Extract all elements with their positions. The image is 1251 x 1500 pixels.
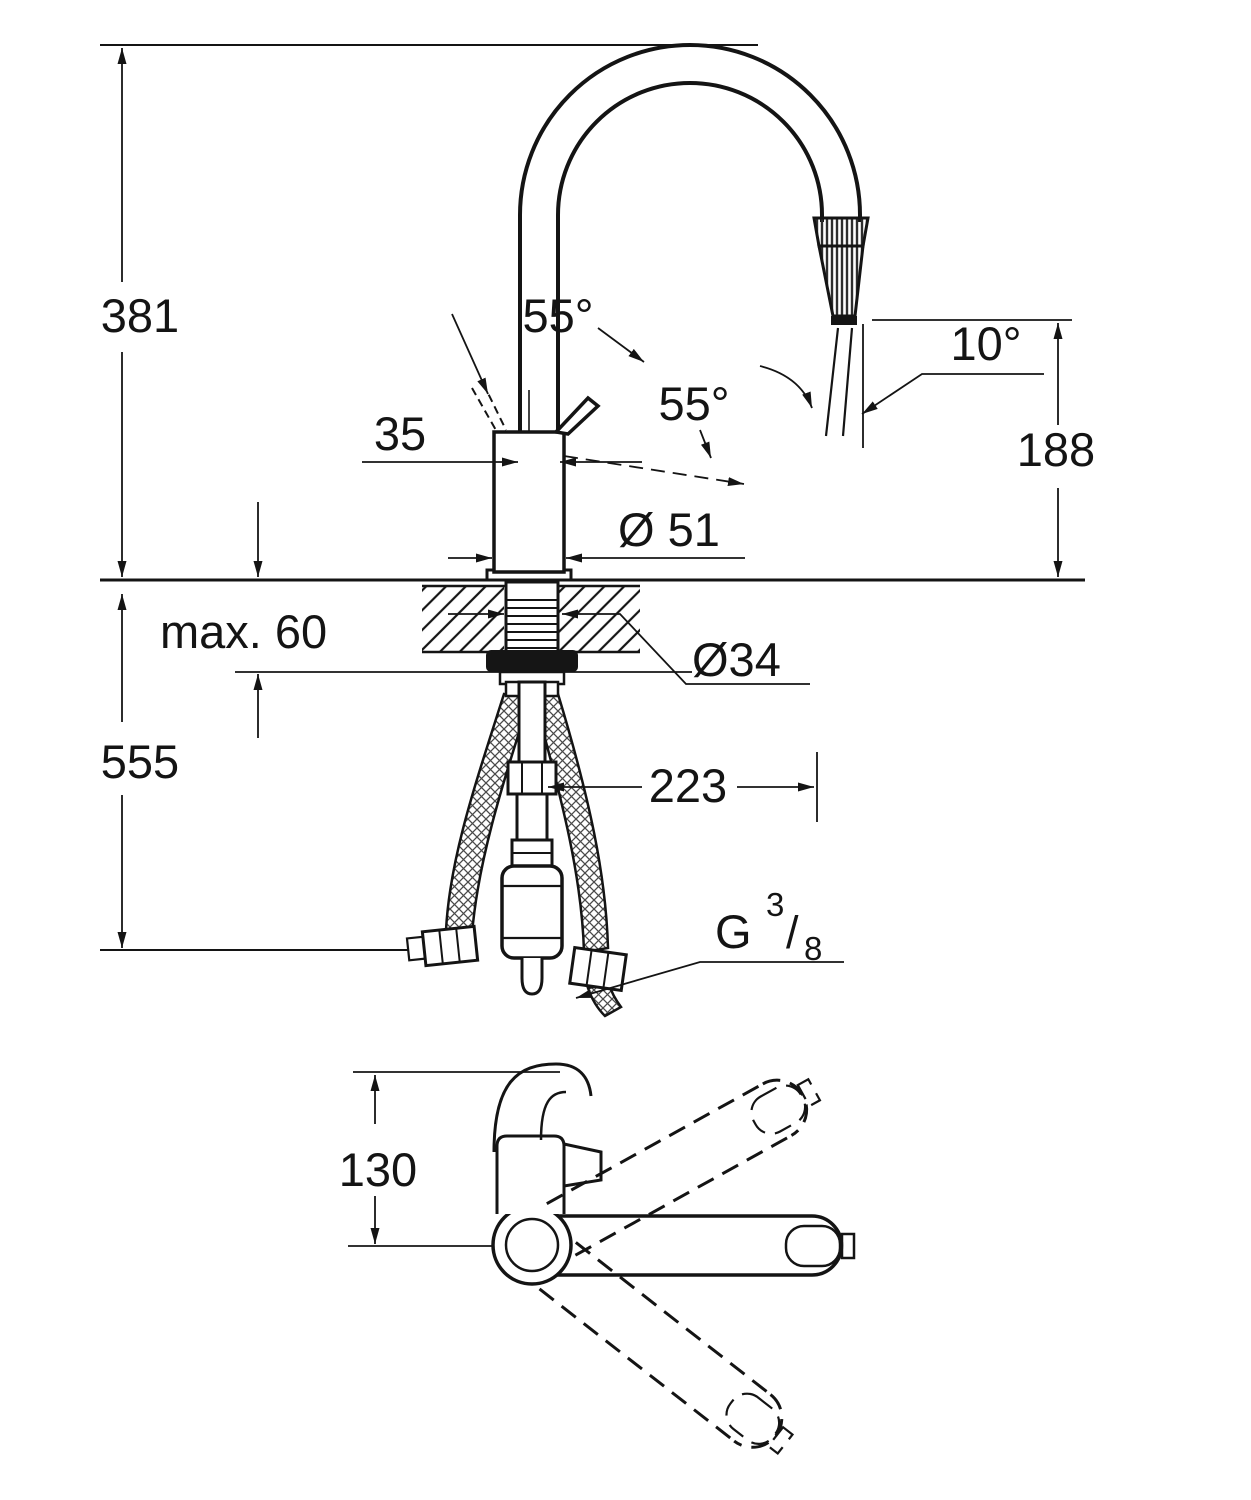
dim-angle-lower: 55° (658, 377, 729, 430)
hose-right-nut (568, 945, 628, 993)
dim-outlet-height: 188 (1017, 423, 1095, 476)
thread-size-slash: / (786, 907, 799, 958)
handle-lever (552, 395, 601, 436)
handle-dashed-position (471, 382, 507, 433)
dashed-lower-bottom-edge (538, 1287, 736, 1443)
dim-hole-diameter: Ø34 (692, 633, 781, 686)
counter-hatch-left (422, 586, 504, 652)
thread-leader (575, 961, 844, 999)
mounting-hardware (405, 580, 628, 1018)
handle-angle-leader-lower (699, 429, 712, 459)
thread-size-denominator: 8 (804, 930, 822, 967)
valve-tip (520, 958, 544, 996)
dim-deck-max: max. 60 (160, 605, 327, 658)
spout-tip-nub (840, 1232, 856, 1260)
spray-swivel-arc (759, 365, 813, 409)
spray-head-collar (812, 216, 870, 248)
handle-angle-leader-right (597, 327, 645, 363)
dim-angle-upper: 55° (522, 289, 593, 342)
dim-spout-reach: 223 (649, 759, 727, 812)
aerator-tip (831, 316, 857, 325)
dimension-lines (117, 48, 1072, 1247)
spout-dashed-lower (538, 1241, 795, 1456)
dashed-lower-end-cap (733, 1393, 784, 1449)
dashed-upper-top-edge (546, 1082, 764, 1205)
dashed-upper-bottom-edge (574, 1134, 793, 1257)
dashed-upper-tip-detail (750, 1084, 807, 1135)
shank-threads (506, 599, 558, 649)
reference-lines (100, 44, 1085, 951)
dimension-labels: 381 555 max. 60 35 Ø 51 Ø34 55° 55° 10° … (101, 289, 1095, 1196)
dashed-lower-tip-detail (725, 1392, 781, 1446)
hose-left-fitting (405, 924, 480, 968)
faucet-body-group (471, 43, 870, 582)
check-valve-body (500, 864, 564, 960)
supply-hex-facets (521, 762, 543, 794)
dim-body-diameter: Ø 51 (618, 503, 720, 556)
check-valve-lines (502, 884, 562, 940)
dim-below-deck: 555 (101, 735, 179, 788)
spray-angle-leader (861, 373, 1044, 415)
swivel-base-outer (491, 1204, 573, 1286)
swivel-base-inner (504, 1217, 560, 1273)
spray-head-top-view-inner (539, 1090, 567, 1141)
dashed-lower-tip-nub (766, 1425, 795, 1456)
dashed-upper-end-cap (762, 1078, 809, 1137)
spout-outer-curve (518, 43, 862, 432)
dashed-lower-top-edge (574, 1241, 772, 1396)
hose-right-nut-facets (585, 949, 610, 989)
spout-inner-curve (556, 81, 824, 432)
dim-swivel-radius: 130 (339, 1143, 417, 1196)
handle-top-view (562, 1142, 603, 1188)
faucet-body (492, 430, 566, 574)
dashed-upper-tip-nub (796, 1077, 822, 1108)
spray-head (817, 244, 865, 318)
supply-hex-nut (506, 760, 558, 796)
hose-left-nut-facets (438, 928, 461, 964)
d34-leader (562, 609, 810, 685)
handle-down-dash-line (563, 455, 745, 486)
mounting-washer (486, 650, 578, 672)
spout-tip-detail (784, 1224, 842, 1268)
body-housing-top-view (495, 1134, 566, 1214)
hose-left-nut (420, 924, 480, 968)
handle-angle-leader-left (451, 313, 489, 395)
dim-neck-width: 35 (374, 407, 426, 460)
stream-lines (824, 327, 854, 437)
thread-size-g: G (715, 905, 752, 958)
spout-dashed-upper (546, 1077, 822, 1257)
counter-hatch-right (558, 586, 640, 652)
dim-overall-height: 381 (101, 289, 179, 342)
dim-spray-angle: 10° (950, 317, 1021, 370)
counter-slab (422, 584, 640, 654)
thread-size-numerator: 3 (766, 886, 784, 923)
supply-tube (515, 792, 549, 842)
spray-head-top-view-outer (492, 1062, 593, 1153)
top-view (491, 1062, 856, 1456)
hose-right-fitting (568, 945, 628, 993)
supply-pipe (517, 680, 547, 764)
